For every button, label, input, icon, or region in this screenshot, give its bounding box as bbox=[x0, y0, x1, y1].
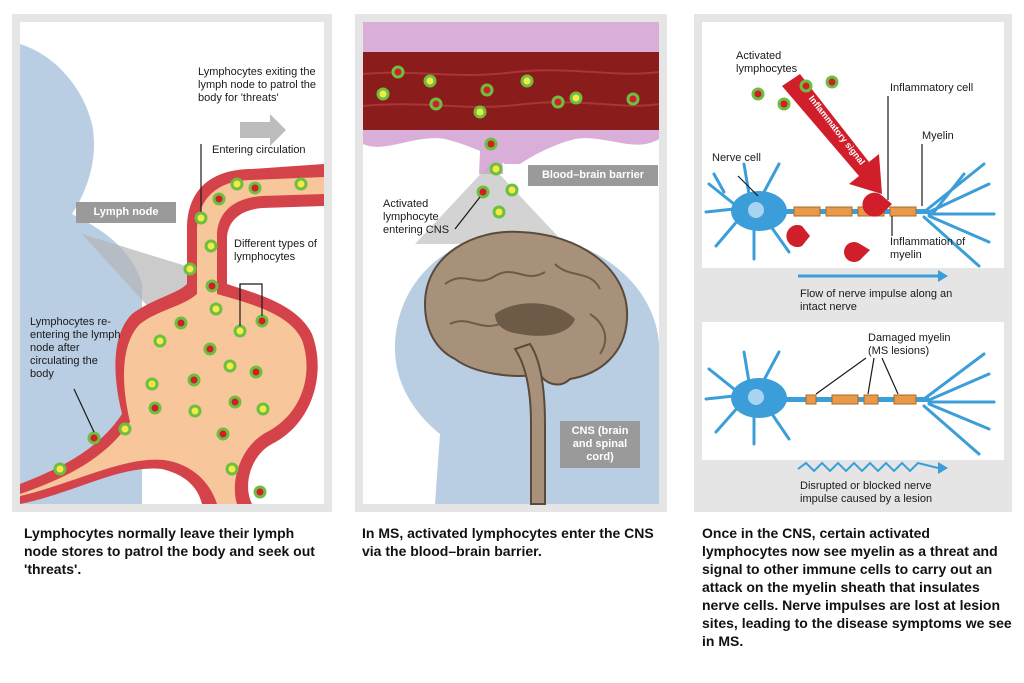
panel-lymph-node: Lymphocytes exiting the lymph node to pa… bbox=[12, 14, 332, 512]
lymph-node-interior bbox=[20, 177, 324, 504]
lymphocytes bbox=[53, 177, 308, 499]
inflammatory-cells bbox=[786, 192, 892, 262]
lymphocytes bbox=[376, 65, 640, 219]
lymph-node-illustration bbox=[20, 22, 324, 504]
caption-lymph-node: Lymphocytes normally leave their lymph n… bbox=[24, 525, 315, 577]
label-nerve-cell: Nerve cell bbox=[712, 152, 761, 164]
tag-lymph-node: Lymph node bbox=[76, 202, 176, 223]
label-lymphocytes-reentering: Lymphocytes re-entering the lymph node a… bbox=[30, 316, 121, 380]
tag-blood-brain-barrier: Blood–brain barrier bbox=[528, 165, 658, 186]
label-inflammation-of-myelin: Inflammation of myelin bbox=[890, 236, 966, 261]
intact-nerve bbox=[704, 162, 996, 268]
body-silhouette bbox=[20, 44, 142, 504]
label-disrupted-impulse: Disrupted or blocked nerve impulse cause… bbox=[800, 480, 933, 505]
label-activated-lymphocyte: Activated lymphocyte entering CNS bbox=[383, 198, 450, 236]
entering-circulation-arrow bbox=[240, 114, 286, 146]
label-different-types: Different types of lymphocytes bbox=[234, 238, 317, 263]
caption-myelin-attack: Once in the CNS, certain activated lymph… bbox=[702, 525, 1012, 649]
label-myelin: Myelin bbox=[922, 130, 954, 142]
brain-illustration bbox=[362, 22, 660, 505]
label-entering-circulation: Entering circulation bbox=[212, 144, 306, 156]
label-activated-lymphocytes: Activated lymphocytes bbox=[736, 50, 798, 75]
spinal-cord bbox=[513, 342, 546, 505]
label-flow-of-impulse: Flow of nerve impulse along an intact ne… bbox=[800, 288, 953, 313]
nerve-illustration bbox=[702, 22, 1004, 474]
panel-blood-brain-barrier: Blood–brain barrier Activated lymphocyte… bbox=[355, 14, 667, 512]
caption-blood-brain-barrier: In MS, activated lymphocytes enter the C… bbox=[362, 525, 654, 559]
panel-myelin-attack: Activated lymphocytes Inflammatory signa… bbox=[694, 14, 1012, 512]
blood-stream bbox=[363, 52, 659, 130]
tag-cns: CNS (brain and spinal cord) bbox=[560, 421, 640, 468]
damaged-nerve bbox=[704, 350, 996, 456]
label-damaged-myelin: Damaged myelin (MS lesions) bbox=[868, 332, 951, 357]
inflammatory-signal-arrow bbox=[782, 74, 882, 194]
label-inflammatory-cell: Inflammatory cell bbox=[890, 82, 974, 94]
activated-lymphocytes bbox=[751, 75, 839, 111]
label-lymphocytes-exiting: Lymphocytes exiting the lymph node to pa… bbox=[198, 66, 317, 104]
